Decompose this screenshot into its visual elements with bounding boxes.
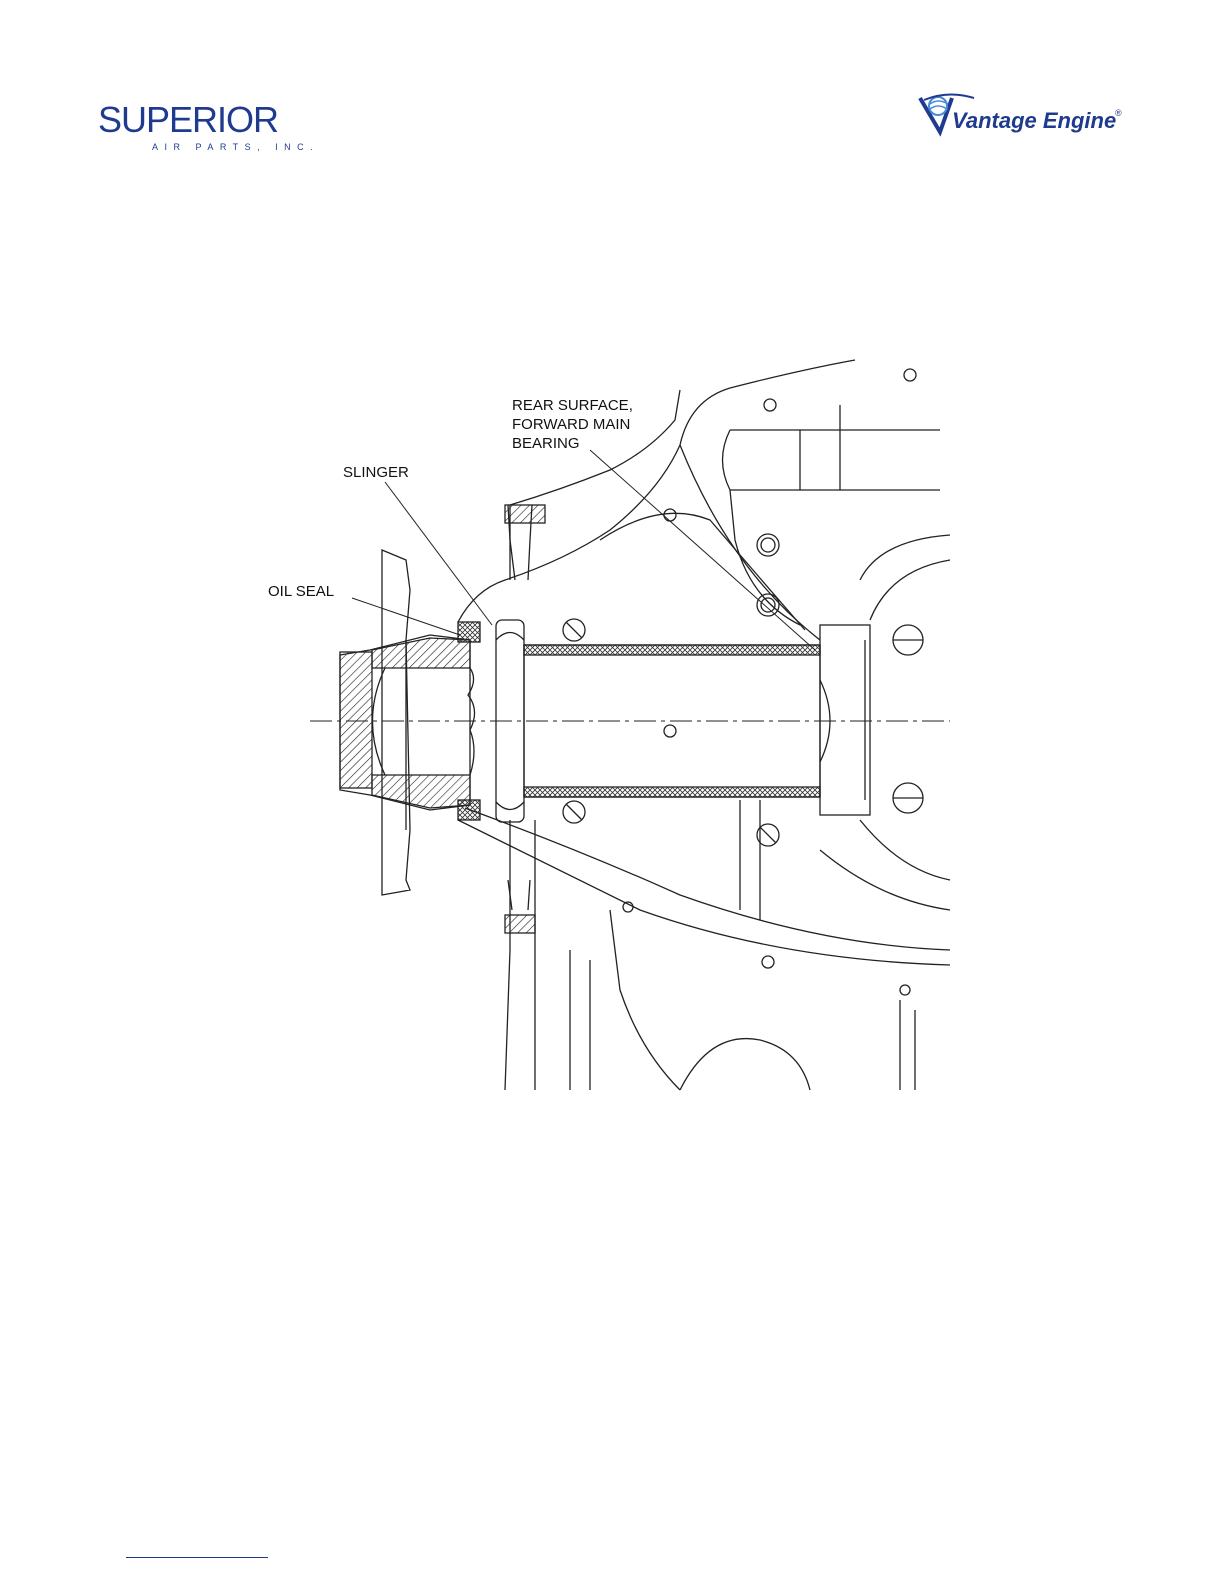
leader-oil-seal	[352, 598, 460, 635]
callout-rear-surface-line3: BEARING	[512, 435, 580, 452]
callout-rear-surface-line2: FORWARD MAIN	[512, 416, 630, 433]
callout-oil-seal: OIL SEAL	[268, 583, 334, 600]
rear-flange	[820, 625, 870, 815]
callout-slinger: SLINGER	[343, 464, 409, 481]
oil-seal-top	[458, 622, 480, 642]
superior-logo-graphic: SUPERIOR AIR PARTS, INC.	[96, 98, 326, 158]
logo-tagline: AIR PARTS, INC.	[152, 142, 319, 152]
footer-rule	[126, 1557, 268, 1558]
registered-mark: ®	[1115, 108, 1122, 118]
bearing-top	[524, 645, 820, 655]
leader-slinger	[385, 482, 492, 625]
crankshaft-seal-drawing: REAR SURFACE, FORWARD MAIN BEARING SLING…	[260, 350, 960, 1095]
vantage-logo-graphic: Vantage Engine ®	[918, 92, 1133, 142]
vantage-engine-logo: Vantage Engine ®	[918, 92, 1133, 142]
bearing-bottom	[524, 787, 820, 797]
logo-wordmark: SUPERIOR	[98, 99, 278, 140]
leader-rear-surface	[590, 450, 815, 650]
superior-air-parts-logo: SUPERIOR AIR PARTS, INC.	[96, 98, 326, 158]
engine-cross-section-figure: REAR SURFACE, FORWARD MAIN BEARING SLING…	[260, 350, 960, 1095]
bolt-icons	[563, 369, 923, 995]
logo-wordmark: Vantage Engine	[952, 108, 1116, 133]
callout-rear-surface-line1: REAR SURFACE,	[512, 397, 633, 414]
